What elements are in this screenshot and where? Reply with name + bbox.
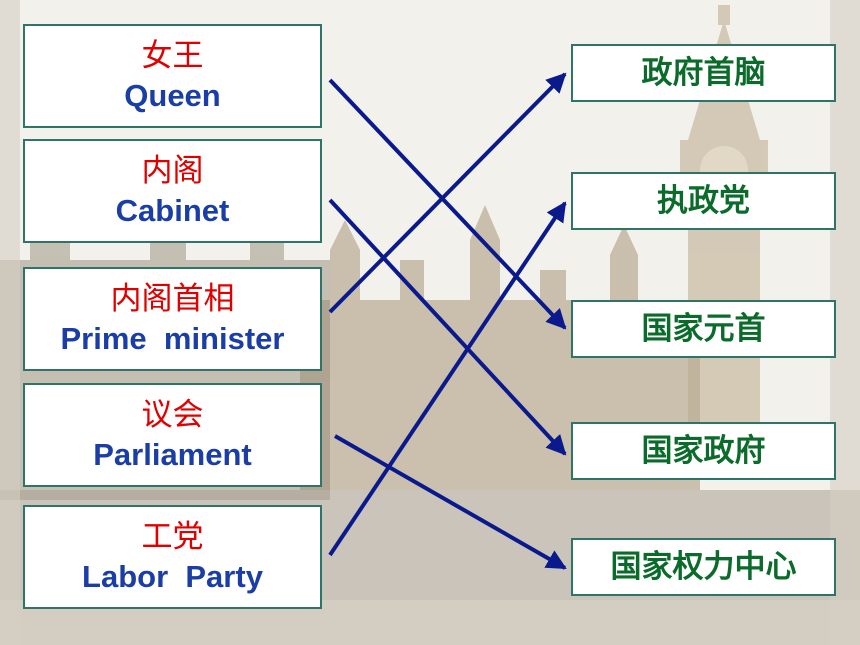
right-box-power-center: 国家权力中心 [571, 538, 836, 596]
left-label-zh: 内阁 [141, 153, 204, 189]
arrow-prime-minister-to-head-of-government [328, 72, 567, 314]
left-label-en: Cabinet [115, 193, 230, 228]
left-label-en: Parliament [93, 437, 252, 472]
left-box-parliament: 议会 Parliament [23, 383, 322, 487]
left-label-zh: 议会 [141, 397, 204, 433]
left-label-zh: 女王 [141, 38, 204, 74]
left-label-en: Queen [124, 78, 221, 113]
left-label-zh: 内阁首相 [110, 281, 235, 317]
right-label-zh: 国家政府 [641, 433, 766, 469]
arrow-cabinet-to-national-government [328, 198, 567, 456]
right-box-ruling-party: 执政党 [571, 172, 836, 230]
right-label-zh: 国家权力中心 [610, 549, 797, 585]
left-box-labor-party: 工党 Labor Party [23, 505, 322, 609]
right-label-zh: 执政党 [657, 183, 750, 219]
left-box-cabinet: 内阁 Cabinet [23, 139, 322, 243]
right-box-national-government: 国家政府 [571, 422, 836, 480]
right-label-zh: 国家元首 [641, 311, 766, 347]
left-box-queen: 女王 Queen [23, 24, 322, 128]
left-label-en: Labor Party [82, 559, 263, 594]
right-box-head-of-state: 国家元首 [571, 300, 836, 358]
right-box-head-of-government: 政府首脑 [571, 44, 836, 102]
arrow-parliament-to-power-center [334, 434, 567, 570]
left-box-prime-minister: 内阁首相 Prime minister [23, 267, 322, 371]
arrow-labor-party-to-ruling-party [328, 201, 567, 557]
left-label-zh: 工党 [141, 519, 204, 555]
arrow-queen-to-head-of-state [328, 78, 567, 330]
right-label-zh: 政府首脑 [641, 55, 766, 91]
left-label-en: Prime minister [60, 321, 285, 356]
